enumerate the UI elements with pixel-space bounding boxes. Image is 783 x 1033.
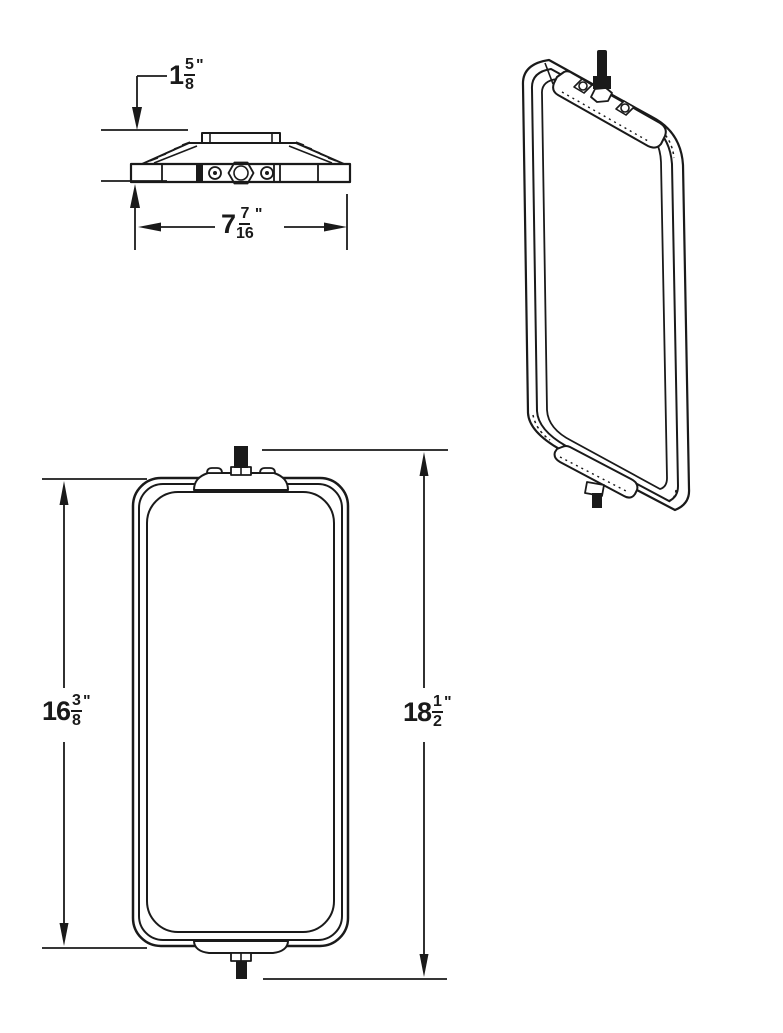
mirror-outline-middle (138, 483, 343, 941)
dim-unit-inches: " (195, 57, 204, 74)
mounting-base-strip (129, 162, 352, 184)
housing-dome-inner-edges (153, 145, 333, 164)
dim-denominator: 16 (236, 225, 254, 242)
dimension-head-depth-lines (101, 75, 188, 250)
base-strip-dividers (161, 164, 319, 182)
mirror-outline-outer (131, 476, 350, 948)
dim-denominator: 8 (185, 76, 194, 93)
top-tab-notches (209, 133, 273, 143)
dome-hatch-ticks (149, 141, 337, 162)
dim-denominator: 8 (72, 712, 81, 729)
dim-numerator: 7 (239, 206, 251, 225)
fastener-screw-right (260, 166, 274, 180)
dim-whole: 7 (221, 208, 236, 239)
fastener-screw-left (208, 166, 222, 180)
perspective-outer-silhouette (521, 58, 691, 512)
bracket-end-bar (196, 164, 203, 182)
top-bracket-boss-left (573, 78, 593, 94)
housing-dome-outline (141, 142, 345, 165)
dim-whole: 18 (403, 696, 432, 727)
dim-unit-inches: " (82, 693, 91, 710)
dim-denominator: 2 (433, 713, 442, 730)
top-bracket-boss-right (615, 100, 635, 116)
dimension-head-width-lines (138, 194, 348, 250)
dim-numerator: 1 (432, 694, 443, 713)
dim-fraction: 5 8 (184, 57, 195, 93)
dim-whole: 16 (42, 695, 71, 726)
perspective-bottom-stud (584, 481, 605, 508)
top-bracket-texture (561, 91, 649, 142)
dim-fraction: 1 2 (432, 694, 443, 730)
perspective-bottom-bracket (553, 445, 639, 499)
dimension-label-mirror-height: 16 3 8 " (42, 693, 91, 729)
housing-top-tab (201, 132, 281, 144)
corner-hatch-ticks (532, 126, 677, 504)
dim-numerator: 3 (71, 693, 82, 712)
perspective-top-stud (590, 50, 613, 103)
mirror-glass-outline (146, 491, 335, 933)
fastener-hex-nut (227, 161, 255, 185)
front-view-drawing (42, 446, 448, 980)
perspective-view-drawing (521, 50, 691, 512)
dim-unit-inches: " (443, 694, 452, 711)
dim-fraction: 7 16 (236, 206, 254, 242)
front-bottom-stud (236, 961, 247, 979)
dimension-overall-height-lines (262, 449, 448, 980)
dimension-label-head-width: 7 7 16 " (221, 206, 262, 242)
dim-numerator: 5 (184, 57, 195, 76)
dimension-mirror-height-lines (42, 478, 147, 949)
bracket-right-lines (273, 164, 281, 182)
bottom-bracket-texture (559, 456, 629, 493)
dim-whole: 1 (169, 59, 184, 90)
dimension-label-overall-height: 18 1 2 " (403, 694, 452, 730)
dimension-label-head-depth: 1 5 8 " (169, 57, 204, 93)
front-top-bracket-clips (206, 467, 276, 474)
front-bottom-bracket (193, 940, 289, 954)
top-left-corner-joint (544, 62, 554, 85)
top-view-drawing (101, 75, 352, 250)
dim-fraction: 3 8 (71, 693, 82, 729)
dim-unit-inches: " (254, 206, 263, 223)
front-top-stud (234, 446, 248, 468)
